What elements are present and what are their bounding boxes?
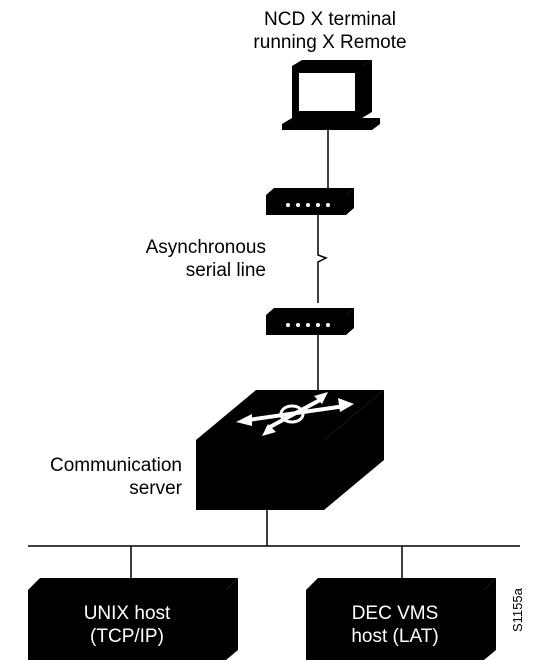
vms-label-line2: host (LAT) xyxy=(351,626,439,647)
terminal-label: NCD X terminal running X Remote xyxy=(240,8,420,54)
server-label: Communication server xyxy=(0,454,182,500)
vms-host-box xyxy=(306,578,496,660)
serial-label-line1: Asynchronous xyxy=(145,237,266,258)
async-serial-line xyxy=(317,215,328,303)
terminal-label-line1: NCD X terminal xyxy=(264,9,396,30)
vms-host-label: DEC VMS host (LAT) xyxy=(306,602,484,648)
serial-label-line2: serial line xyxy=(185,260,266,281)
vms-label-line1: DEC VMS xyxy=(351,603,439,624)
figure-id-label: S1155a xyxy=(510,588,525,632)
unix-host-label: UNIX host (TCP/IP) xyxy=(28,602,226,648)
unix-host-box xyxy=(28,578,238,660)
communication-server-icon xyxy=(196,390,384,510)
server-label-line2: server xyxy=(129,478,182,499)
x-terminal-icon xyxy=(282,60,380,130)
serial-line-label: Asynchronous serial line xyxy=(96,236,266,282)
unix-label-line1: UNIX host xyxy=(83,603,171,624)
modem-icon-lower xyxy=(266,308,354,335)
server-label-line1: Communication xyxy=(50,455,182,476)
crossed-arrows-icon xyxy=(246,398,347,430)
unix-label-line2: (TCP/IP) xyxy=(90,626,164,647)
terminal-label-line2: running X Remote xyxy=(253,32,407,53)
modem-icon-upper xyxy=(266,188,354,215)
